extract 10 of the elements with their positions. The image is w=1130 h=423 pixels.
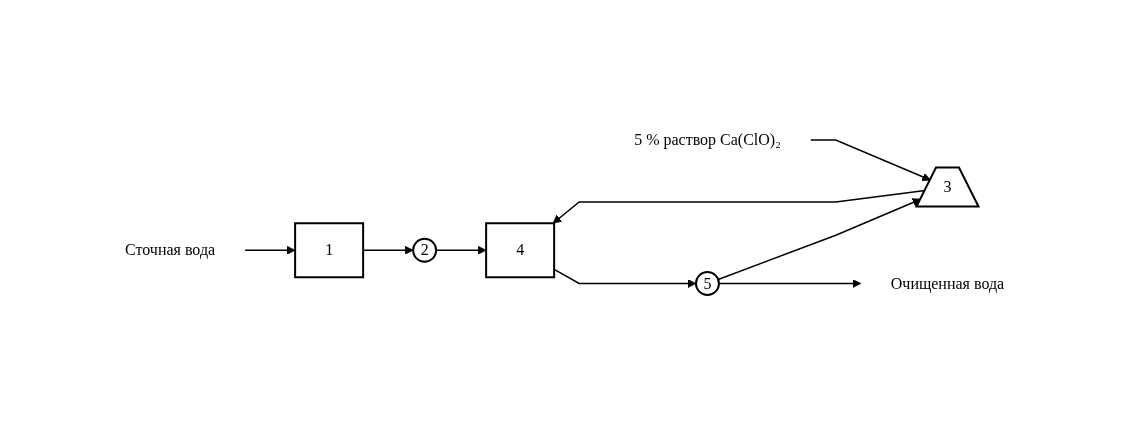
node-box: 4 xyxy=(485,222,556,278)
node-circle: 5 xyxy=(695,270,721,296)
node-text: 5 % раствор Ca(ClO)₂ xyxy=(634,130,782,148)
node-box: 1 xyxy=(294,222,365,278)
arrow xyxy=(244,245,296,255)
arrow xyxy=(810,139,932,181)
node-circle: 2 xyxy=(412,237,438,263)
node-text: Очищенная вода xyxy=(891,274,1005,292)
arrow xyxy=(717,198,922,280)
node-text: Сточная вода xyxy=(125,241,216,258)
